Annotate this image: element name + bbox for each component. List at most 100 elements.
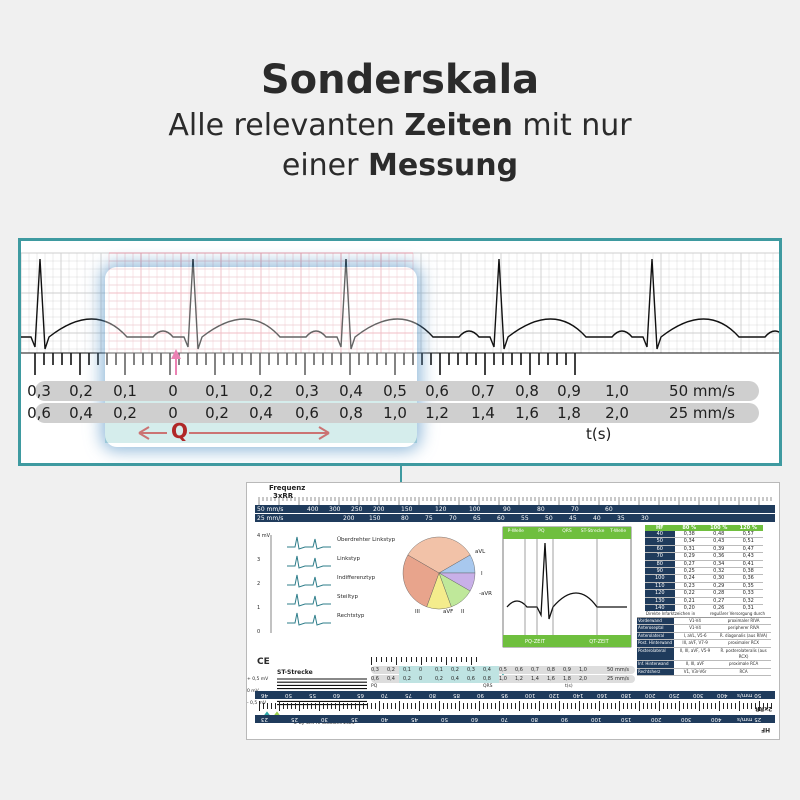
mini-scale-tick — [431, 657, 432, 662]
bottom-ruler-tick — [523, 703, 524, 709]
axis-type-ecg — [287, 612, 331, 626]
ruler-value: 150 — [401, 506, 413, 513]
bottom-ruler-tick — [379, 701, 380, 711]
scale-value: 0,6 — [27, 404, 51, 422]
mini-scale-value: 0,4 — [387, 676, 395, 682]
qt-cell: 130 — [645, 597, 675, 605]
ruler-value: 100 — [469, 506, 481, 513]
scale-value: 1,0 — [383, 404, 407, 422]
bottom-ruler-tick — [259, 701, 260, 711]
bottom-ruler-tick — [723, 703, 724, 709]
wave-footer-band — [503, 635, 631, 647]
mini-scale-value: 0,1 — [435, 667, 443, 673]
bottom-ruler-tick — [731, 703, 732, 709]
scale-value: 0,7 — [471, 382, 495, 400]
bottom-ruler-value: 70 — [381, 692, 388, 698]
axis-type-label: Überdrehter Linkstyp — [337, 537, 396, 543]
bottom-ruler-tick — [739, 701, 740, 711]
bottom-ruler-value: 160 — [597, 692, 608, 698]
infarct-vessel: peripherer RIVA — [727, 625, 760, 631]
mini-scale-band — [371, 675, 635, 683]
axis-type-label: Linkstyp — [337, 556, 361, 562]
qt-cell: 0,31 — [683, 545, 695, 552]
bottom-ruler-tick — [535, 703, 536, 709]
mini-scale-value: 0,6 — [371, 676, 379, 682]
bottom-ruler-tick — [607, 703, 608, 709]
mini-scale-tick — [466, 657, 467, 662]
bottom-ruler-tick — [487, 703, 488, 709]
headline-title: Sonderskala — [260, 57, 540, 103]
ruler-value: 120 — [435, 506, 447, 513]
bottom-ruler-tick — [359, 701, 360, 711]
scale-value: 0,2 — [113, 404, 137, 422]
mini-scale-value: 0,7 — [531, 667, 539, 673]
bottom-ruler-value: 25 — [291, 716, 298, 722]
mini-unit: 50 mm/s — [607, 667, 629, 673]
bottom-ruler-tick — [287, 703, 288, 709]
bottom-ruler-tick — [331, 703, 332, 709]
wheel-label: aVF — [443, 609, 453, 615]
q-arrow-left-head — [138, 426, 150, 440]
bottom-ruler-tick — [543, 703, 544, 709]
bottom-ruler-tick — [595, 703, 596, 709]
bottom-ruler-tick — [319, 701, 320, 711]
scale-value: 0,6 — [295, 404, 319, 422]
bottom-ruler-value: 120 — [549, 692, 560, 698]
bottom-ruler-tick — [271, 703, 272, 709]
mini-scale-highlight — [399, 666, 499, 683]
ruler-value: 90 — [503, 506, 511, 513]
bottom-ruler-tick — [631, 703, 632, 709]
bottom-ruler-tick — [263, 703, 264, 709]
qt-cell: 0,48 — [713, 531, 725, 537]
bottom-ruler-tick — [587, 703, 588, 709]
scale-value: 0,2 — [249, 382, 273, 400]
qt-cell: 0,36 — [713, 553, 725, 560]
bottom-ruler-tick — [719, 701, 720, 711]
ruler-value: 65 — [473, 515, 481, 522]
bottom-ruler-value: 46 — [261, 692, 268, 698]
bottom-ruler-tick — [763, 703, 764, 709]
scale-value: 1,6 — [515, 404, 539, 422]
infarct-region: Post. Hinterwand — [637, 640, 674, 647]
qt-cell: 90 — [645, 568, 675, 575]
mini-scale-band — [371, 666, 635, 674]
bottom-ruler-tick — [315, 703, 316, 709]
headline-line-2: einer Messung — [0, 148, 800, 184]
st-title: ST-Strecke — [277, 669, 313, 676]
bottom-ruler-tick — [639, 701, 640, 711]
ruler-value: 250 — [351, 506, 363, 513]
bottom-ruler-tick — [411, 703, 412, 709]
mini-unit: 25 mm/s — [607, 676, 629, 682]
scale-value: 0,4 — [249, 404, 273, 422]
infarct-vessel: R. posterolateralis (aus RCX) — [720, 647, 767, 660]
mini-scale-tick — [441, 657, 442, 662]
mini-scale-value: 0 — [419, 667, 423, 673]
bottom-ruler-tick — [327, 703, 328, 709]
bottom-ruler-tick — [399, 701, 400, 711]
mv-label: 2 — [257, 581, 261, 587]
bottom-ruler-tick — [715, 703, 716, 709]
mini-scale-value: 1,0 — [499, 676, 507, 682]
bottom-ruler-tick — [391, 703, 392, 709]
bottom-ruler-tick — [443, 703, 444, 709]
wave-header: PQ — [538, 529, 545, 534]
scale-value: 0,2 — [69, 382, 93, 400]
bottom-ruler-tick — [475, 703, 476, 709]
bottom-ruler-tick — [291, 703, 292, 709]
mini-scale-tick — [476, 657, 477, 662]
qt-cell: 0,57 — [742, 531, 754, 537]
bottom-ruler-tick — [623, 703, 624, 709]
ruler-unit-25: 25 mm/s — [257, 515, 283, 522]
bottom-ruler-tick — [575, 703, 576, 709]
ruler-unit-50: 50 mm/s — [257, 506, 283, 513]
